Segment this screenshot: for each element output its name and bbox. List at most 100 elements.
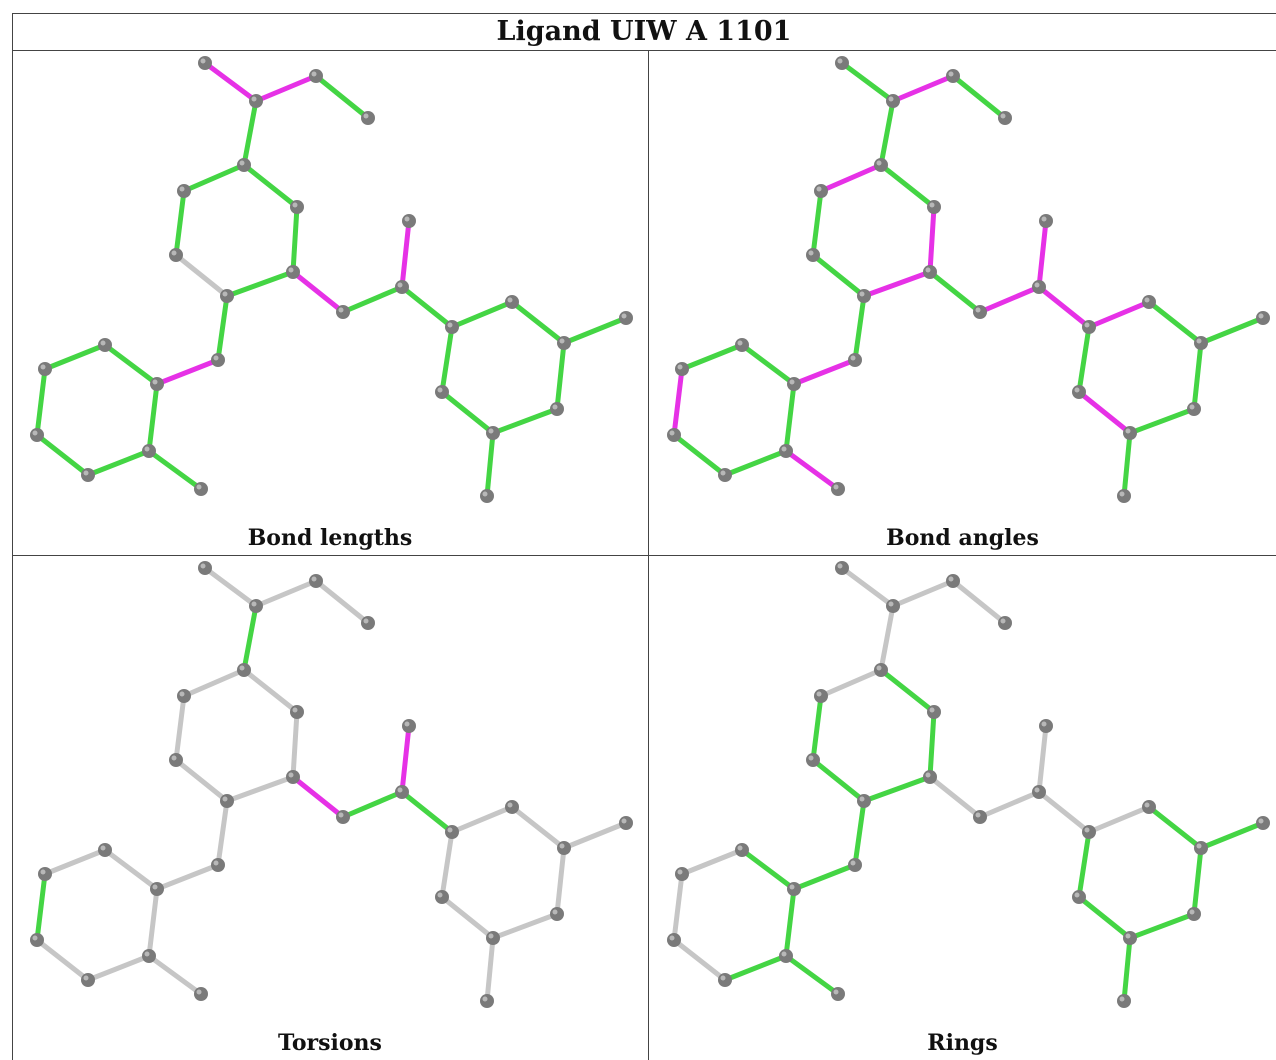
bond-neutral — [85, 953, 152, 983]
atom — [831, 482, 845, 496]
bond-neutral — [449, 804, 515, 835]
atom — [735, 338, 749, 352]
bond-good — [783, 953, 841, 997]
atom-highlight — [1034, 282, 1040, 288]
atom — [923, 265, 937, 279]
caption-rings: Rings — [927, 1030, 998, 1056]
atom-highlight — [925, 772, 931, 778]
atom — [779, 949, 793, 963]
bond-good — [1127, 911, 1197, 941]
atom-highlight — [251, 96, 257, 102]
bond-good — [399, 284, 455, 330]
atom-highlight — [1189, 909, 1195, 915]
bond-good — [1191, 845, 1204, 917]
atom-highlight — [288, 267, 294, 273]
bond-good — [1076, 894, 1133, 941]
bond-neutral — [679, 847, 745, 877]
atom-highlight — [179, 691, 185, 697]
atom — [1082, 320, 1096, 334]
atom — [886, 599, 900, 613]
atom — [831, 987, 845, 1001]
atom-highlight — [32, 935, 38, 941]
atom — [667, 933, 681, 947]
atom — [30, 428, 44, 442]
atom-highlight — [859, 291, 865, 297]
atom — [946, 574, 960, 588]
atom-highlight — [677, 364, 683, 370]
atom — [220, 289, 234, 303]
atom — [675, 867, 689, 881]
bond-neutral — [1086, 804, 1152, 835]
atom-highlight — [292, 202, 298, 208]
atom — [309, 69, 323, 83]
atom-highlight — [1000, 618, 1006, 624]
atom-highlight — [239, 160, 245, 166]
bond-outlier — [1076, 389, 1133, 436]
bond-outlier — [1036, 284, 1092, 330]
atom — [1117, 994, 1131, 1008]
atom-highlight — [222, 796, 228, 802]
atom-highlight — [837, 563, 843, 569]
atom — [445, 825, 459, 839]
bond-neutral — [1036, 789, 1092, 835]
bond-good — [927, 709, 937, 780]
atom-highlight — [1119, 491, 1125, 497]
atom-highlight — [404, 216, 410, 222]
atom — [946, 69, 960, 83]
bond-neutral — [102, 847, 160, 892]
bond-neutral — [671, 937, 728, 983]
atom — [1072, 890, 1086, 904]
atom — [1123, 931, 1137, 945]
bond-neutral — [42, 847, 108, 877]
atom — [718, 973, 732, 987]
atom — [927, 705, 941, 719]
bond-good — [810, 252, 867, 299]
bond-outlier — [290, 774, 346, 820]
atom-highlight — [677, 869, 683, 875]
atom-highlight — [507, 802, 513, 808]
atom-highlight — [737, 845, 743, 851]
atom — [1187, 907, 1201, 921]
bond-good — [679, 342, 745, 372]
atom-highlight — [850, 355, 856, 361]
panel-torsions: Torsions — [12, 556, 648, 1060]
atom-highlight — [1258, 818, 1264, 824]
atom — [874, 663, 888, 677]
bond-outlier — [977, 284, 1042, 315]
atom — [309, 574, 323, 588]
atom — [220, 794, 234, 808]
atom — [1039, 719, 1053, 733]
atom — [718, 468, 732, 482]
bond-good — [810, 757, 867, 804]
atom-highlight — [720, 975, 726, 981]
atom — [735, 843, 749, 857]
atom — [361, 616, 375, 630]
atom-highlight — [222, 291, 228, 297]
bond-good — [852, 798, 867, 868]
atom — [142, 444, 156, 458]
figure-title: Ligand UIW A 1101 — [12, 13, 1276, 51]
atom-highlight — [152, 884, 158, 890]
caption-torsions: Torsions — [278, 1030, 382, 1056]
bond-good — [791, 862, 858, 892]
atom — [98, 338, 112, 352]
atom-highlight — [1074, 892, 1080, 898]
bond-outlier — [791, 357, 858, 387]
bond-good — [1127, 406, 1197, 436]
atom-highlight — [816, 691, 822, 697]
bond-good — [1146, 804, 1204, 851]
atom-highlight — [100, 845, 106, 851]
atom-highlight — [311, 576, 317, 582]
bond-neutral — [34, 937, 91, 983]
atom — [211, 353, 225, 367]
atom — [1194, 841, 1208, 855]
panel-divider-horizontal — [12, 555, 1276, 556]
atom-highlight — [171, 250, 177, 256]
atom-highlight — [816, 186, 822, 192]
atom — [1194, 336, 1208, 350]
atom — [480, 489, 494, 503]
atom-highlight — [488, 428, 494, 434]
atom — [169, 248, 183, 262]
atom — [81, 973, 95, 987]
bond-good — [241, 98, 259, 168]
